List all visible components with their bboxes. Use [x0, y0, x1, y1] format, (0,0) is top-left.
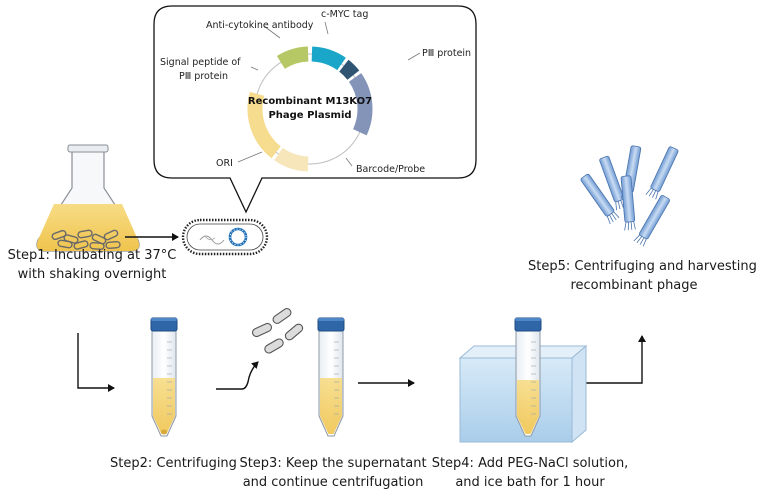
step3-label: Step3: Keep the supernatant and continue… [239, 456, 427, 490]
tube-cap-rim [318, 318, 344, 321]
bacteria-pellet-icon [252, 308, 304, 354]
arrow-step2-to-step3 [216, 361, 259, 390]
plasmid-title-line1: Recombinant M13KO7 [248, 96, 372, 107]
leader-piii [407, 52, 421, 61]
label-ori: ORI [216, 158, 233, 169]
tube-liquid [153, 378, 175, 434]
phage-particle-icon [620, 175, 636, 231]
flask-icon [36, 144, 140, 252]
tube-pellet [161, 429, 167, 435]
plasmid-map: Recombinant M13KO7 Phage Plasmid Anti-cy… [160, 9, 471, 175]
plasmid-segment-ori [247, 91, 282, 159]
centrifuge-tube-step2 [150, 317, 178, 437]
leader-anti-cytokine [263, 25, 281, 39]
plasmid-segment-signal-peptide [276, 46, 309, 69]
tube-cap-rim [515, 318, 541, 321]
step2-label: Step2: Centrifuging [110, 456, 237, 471]
tube-cap-rim [151, 318, 177, 321]
label-signal-line1: Signal peptide of [160, 57, 241, 68]
plasmid-segment-piii [348, 73, 373, 136]
phage-cluster-icon [580, 145, 679, 247]
bacterium-icon [181, 218, 269, 256]
plasmid-segment-cmyc [339, 59, 360, 80]
plasmid-title-line2: Phage Plasmid [268, 110, 351, 121]
centrifuge-tube-step4 [514, 317, 542, 437]
centrifuge-tube-step3 [317, 317, 345, 437]
phage-particle-icon [633, 195, 670, 247]
plasmid-segment-barcode [274, 147, 309, 172]
arrow-step1-to-step2 [77, 333, 115, 392]
plasmid-segment-anti-cytokine [311, 46, 346, 71]
label-piii: PⅢ protein [422, 48, 471, 59]
tube-liquid [320, 378, 342, 434]
leader-barcode [345, 157, 353, 167]
step5-label: Step5: Centrifuging and harvesting recom… [528, 259, 757, 293]
leader-signal [250, 66, 259, 71]
plasmid-callout [153, 5, 477, 214]
phage-particle-icon [645, 146, 679, 200]
label-signal-line2: PⅢ protein [179, 71, 228, 82]
label-barcode: Barcode/Probe [356, 164, 425, 175]
label-anti-cytokine: Anti-cytokine antibody [206, 20, 314, 31]
tube-liquid [517, 380, 539, 434]
step4-label: Step4: Add PEG-NaCl solution, and ice ba… [431, 456, 629, 490]
phage-particle-icon [580, 173, 620, 225]
label-cmyc: c-MYC tag [321, 9, 368, 20]
step1-label: Step1: Incubating at 37°C with shaking o… [7, 248, 177, 282]
leader-cmyc [324, 21, 329, 35]
leader-ori [237, 151, 263, 163]
arrow-step4-to-step5 [586, 335, 646, 384]
